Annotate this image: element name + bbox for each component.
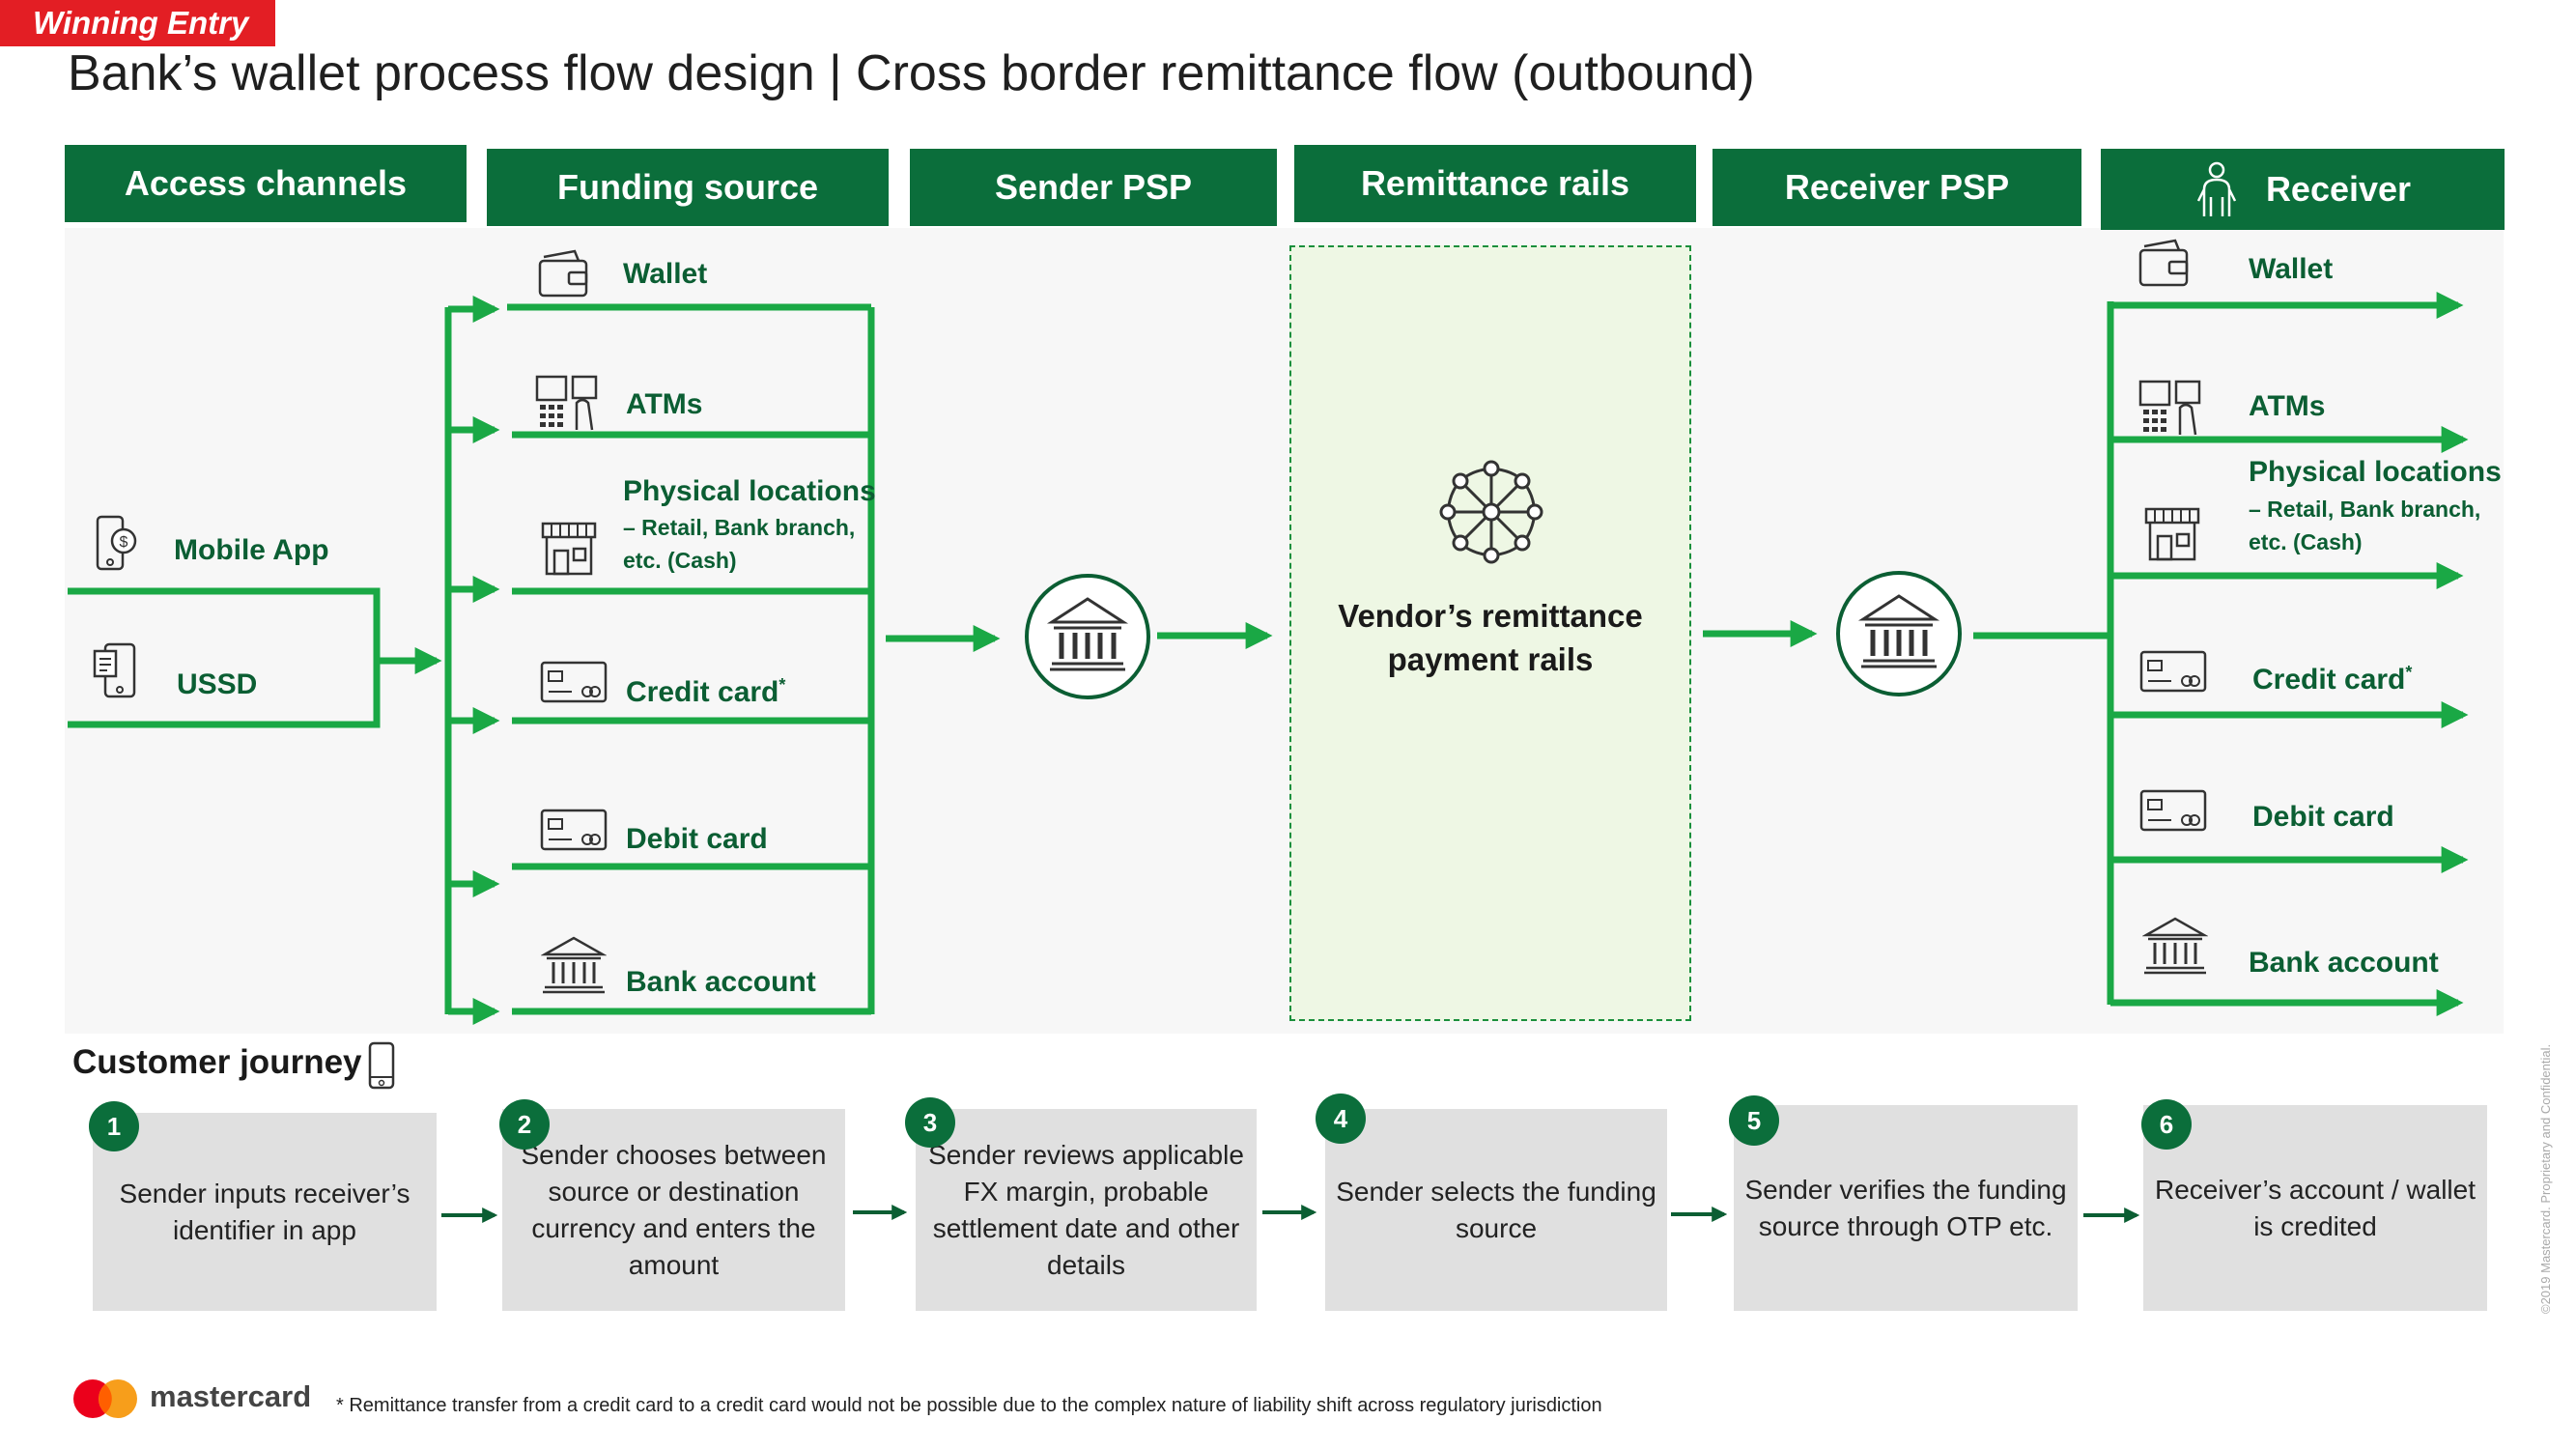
receiver-credit-card-icon: [2139, 650, 2207, 693]
header-access-channels: Access channels: [65, 145, 467, 222]
receiver-bank-account-label: Bank account: [2249, 947, 2439, 979]
receiver-wallet-icon: [2138, 239, 2189, 287]
funding-credit-footnote-mark: *: [778, 675, 786, 695]
access-channel-ussd: USSD: [177, 668, 258, 700]
phone-icon: [368, 1041, 395, 1090]
confidential-note: ©2019 Mastercard. Proprietary and Confid…: [2538, 1043, 2553, 1314]
access-channel-mobile-app: Mobile App: [174, 534, 329, 566]
winning-entry-badge: Winning Entry: [0, 0, 275, 46]
journey-step-5-number: 5: [1729, 1095, 1779, 1146]
header-receiver-label: Receiver: [2265, 169, 2412, 209]
funding-atms-label: ATMs: [626, 388, 703, 420]
journey-step-6-text: Receiver’s account / wallet is credited: [2154, 1174, 2476, 1241]
page-title: Bank’s wallet process flow design | Cros…: [68, 45, 1755, 101]
journey-step-4: Sender selects the funding source: [1325, 1109, 1667, 1311]
journey-step-2: Sender chooses between source or destina…: [502, 1109, 845, 1311]
funding-physical-sub2: etc. (Cash): [623, 548, 737, 573]
funding-physical-sub1: – Retail, Bank branch,: [623, 515, 856, 540]
footnote: * Remittance transfer from a credit card…: [336, 1395, 1602, 1416]
rails-text: Vendor’s remittance payment rails: [1289, 594, 1691, 681]
receiver-physical-sub1: – Retail, Bank branch,: [2249, 497, 2481, 522]
rails-text-line2: payment rails: [1387, 641, 1594, 677]
customer-journey-title: Customer journey: [72, 1043, 362, 1081]
receiver-credit-footnote-mark: *: [2405, 663, 2413, 682]
credit-card-icon: [540, 661, 608, 703]
ussd-phone-icon: [93, 642, 136, 698]
mastercard-wordmark: mastercard: [150, 1379, 312, 1413]
funding-credit-card-text: Credit card: [626, 676, 779, 708]
receiver-atm-icon: [2138, 380, 2201, 436]
bank-icon: [541, 936, 607, 994]
receiver-debit-card-label: Debit card: [2252, 801, 2394, 833]
receiver-psp-node: [1836, 571, 1962, 696]
header-receiver: Receiver: [2101, 149, 2505, 230]
receiver-wallet-label: Wallet: [2249, 253, 2334, 285]
remittance-rails-box: [1289, 245, 1691, 1021]
journey-step-1-text: Sender inputs receiver’s identifier in a…: [119, 1178, 410, 1245]
journey-step-3-number: 3: [905, 1097, 955, 1148]
journey-step-1-number: 1: [89, 1101, 139, 1151]
mastercard-logo: [73, 1379, 137, 1418]
receiver-atms-label: ATMs: [2249, 390, 2326, 422]
rails-text-line1: Vendor’s remittance: [1338, 598, 1643, 634]
journey-step-4-number: 4: [1316, 1094, 1366, 1144]
journey-step-6-number: 6: [2141, 1099, 2192, 1150]
journey-step-2-number: 2: [499, 1099, 550, 1150]
funding-debit-card-label: Debit card: [626, 823, 768, 855]
header-funding-source: Funding source: [487, 149, 889, 226]
journey-step-2-text: Sender chooses between source or destina…: [521, 1139, 827, 1280]
wallet-icon: [538, 249, 588, 298]
mobile-app-icon: $: [96, 515, 137, 571]
atm-icon: [535, 375, 598, 431]
svg-text:$: $: [120, 534, 128, 551]
journey-step-3: Sender reviews applicable FX margin, pro…: [916, 1109, 1257, 1311]
receiver-credit-card-label: Credit card*: [2252, 663, 2412, 696]
journey-step-5: Sender verifies the funding source throu…: [1734, 1105, 2078, 1311]
funding-physical-label: Physical locations: [623, 475, 876, 507]
receiver-bank-icon: [1857, 594, 1940, 668]
receiver-physical-label: Physical locations: [2249, 456, 2502, 488]
person-icon: [2196, 161, 2237, 216]
funding-credit-card-label: Credit card*: [626, 675, 785, 709]
journey-step-4-text: Sender selects the funding source: [1336, 1176, 1656, 1243]
receiver-store-icon: [2144, 507, 2200, 561]
receiver-debit-card-icon: [2139, 789, 2207, 832]
journey-step-3-text: Sender reviews applicable FX margin, pro…: [928, 1139, 1244, 1280]
header-remittance-rails: Remittance rails: [1294, 145, 1696, 222]
sender-bank-icon: [1046, 597, 1129, 671]
receiver-credit-card-text: Credit card: [2252, 664, 2406, 696]
funding-bank-account-label: Bank account: [626, 966, 816, 998]
receiver-physical-sub2: etc. (Cash): [2249, 529, 2363, 554]
receiver-bank-account-icon: [2142, 917, 2208, 975]
network-icon: [1439, 460, 1543, 564]
journey-step-5-text: Sender verifies the funding source throu…: [1744, 1174, 2067, 1241]
header-sender-psp: Sender PSP: [910, 149, 1277, 226]
flow-canvas: [65, 228, 2504, 1034]
store-icon: [541, 522, 597, 576]
header-receiver-psp: Receiver PSP: [1713, 149, 2081, 226]
journey-step-1: Sender inputs receiver’s identifier in a…: [93, 1113, 437, 1311]
sender-psp-node: [1025, 574, 1150, 699]
funding-wallet-label: Wallet: [623, 258, 708, 290]
journey-step-6: Receiver’s account / wallet is credited: [2143, 1105, 2487, 1311]
debit-card-icon: [540, 809, 608, 851]
